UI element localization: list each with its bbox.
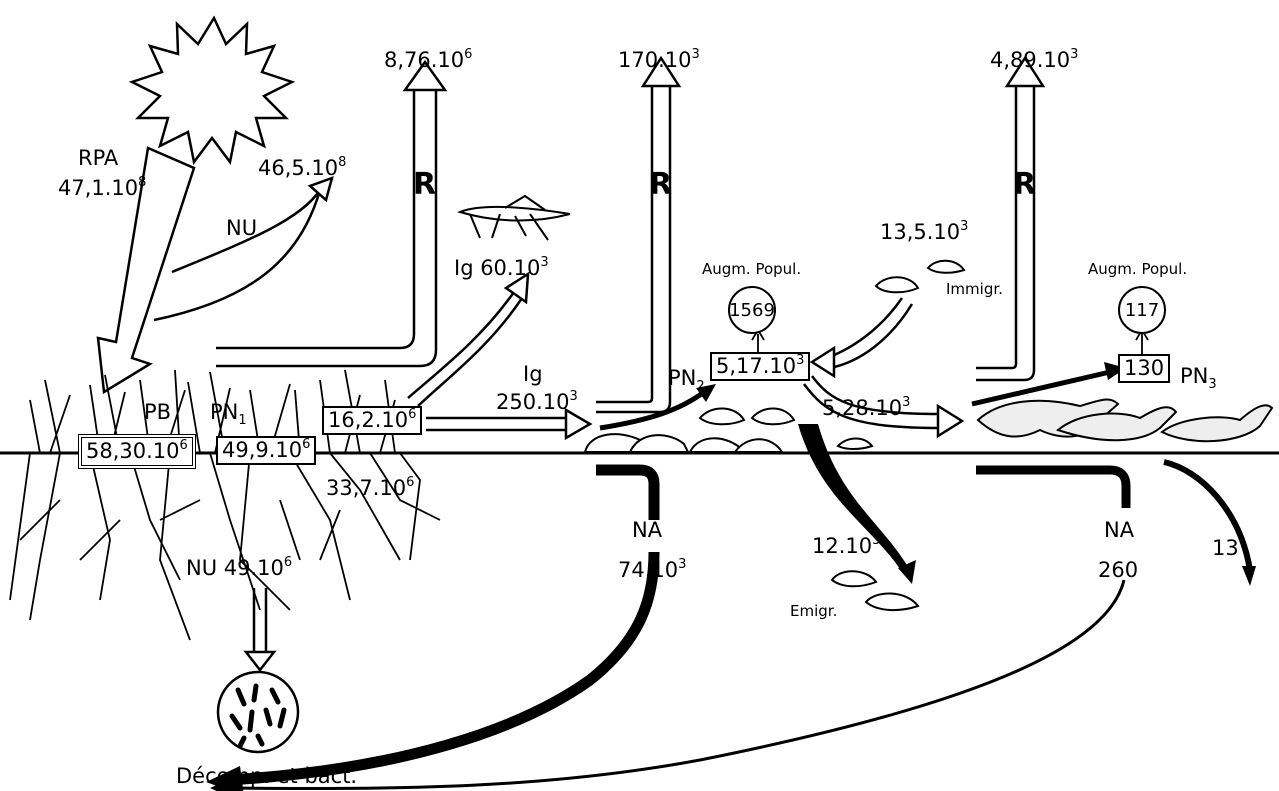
- bacteria-icon: [218, 672, 298, 752]
- emigration-value: 12.103: [812, 536, 880, 557]
- herbivore-na-label: NA: [632, 520, 662, 541]
- herbivore-ingestion-arrow: [426, 410, 590, 438]
- weasels-icon: [978, 400, 1272, 442]
- pn1-box: 49,9.106: [216, 436, 316, 465]
- pn2-label: PN2: [668, 368, 705, 389]
- carnivore-respiration-value: 4,89.103: [990, 50, 1078, 71]
- grasshopper-icon: [460, 196, 570, 240]
- roots-value: 33,7.106: [326, 478, 414, 499]
- pn1-label: PN1: [210, 402, 247, 423]
- carnivore-ingestion-value: 5,28.103: [822, 398, 910, 419]
- herbivore-pop-label: Augm. Popul.: [702, 262, 801, 277]
- pb-box: 58,30.106: [78, 434, 196, 469]
- pn3-box: 130: [1118, 354, 1170, 383]
- herbivore-na-value: 74.103: [618, 560, 686, 581]
- producer-respiration-value: 8,76.106: [384, 50, 472, 71]
- carnivore-na-curve: [228, 580, 1124, 789]
- emigration-label: Emigr.: [790, 604, 837, 619]
- pn3-arrow: [972, 372, 1110, 404]
- pn2-box: 5,17.103: [710, 352, 810, 381]
- herbivore-respiration-label: R: [649, 170, 672, 200]
- immigration-arrow: [812, 298, 912, 376]
- producer-respiration-label: R: [413, 170, 436, 200]
- carnivore-na-arrow: [976, 470, 1126, 508]
- not-used-decomp-arrow: [246, 588, 274, 670]
- herbivore-pop-circle: 1569: [728, 286, 776, 334]
- not-used-light-label: NU: [226, 218, 257, 239]
- herbivore-respiration-value: 170.103: [618, 50, 700, 71]
- carnivore-emigration-value: 13: [1212, 538, 1239, 559]
- pb-label: PB: [144, 402, 171, 423]
- immigration-label: Immigr.: [946, 282, 1003, 297]
- immigration-value: 13,5.103: [880, 222, 968, 243]
- carnivore-pop-circle: 117: [1118, 286, 1166, 334]
- carnivore-na-label: NA: [1104, 520, 1134, 541]
- carnivore-na-value: 260: [1098, 560, 1138, 581]
- not-used-plants-value: NU 49.106: [186, 558, 292, 579]
- pn3-label: PN3: [1180, 366, 1217, 387]
- rpa-value: 47,1.108: [58, 178, 146, 199]
- grasshopper-ingestion-arrow: [408, 274, 528, 406]
- sun-icon: [132, 18, 292, 162]
- eaten-box: 16,2.106: [322, 406, 422, 435]
- decomposers-label: Décomp. et bact.: [176, 766, 357, 787]
- not-used-light-value: 46,5.108: [258, 158, 346, 179]
- carnivore-pop-label: Augm. Popul.: [1088, 262, 1187, 277]
- herbivore-ingestion-label: Ig: [523, 364, 543, 385]
- carnivore-emigration-arrowhead: [1242, 566, 1256, 586]
- rpa-label: RPA: [78, 148, 118, 169]
- herbivore-ingestion-value: 250.103: [496, 392, 578, 413]
- grasshopper-ingestion-value: Ig 60.103: [454, 258, 549, 279]
- carnivore-respiration-label: R: [1013, 170, 1036, 200]
